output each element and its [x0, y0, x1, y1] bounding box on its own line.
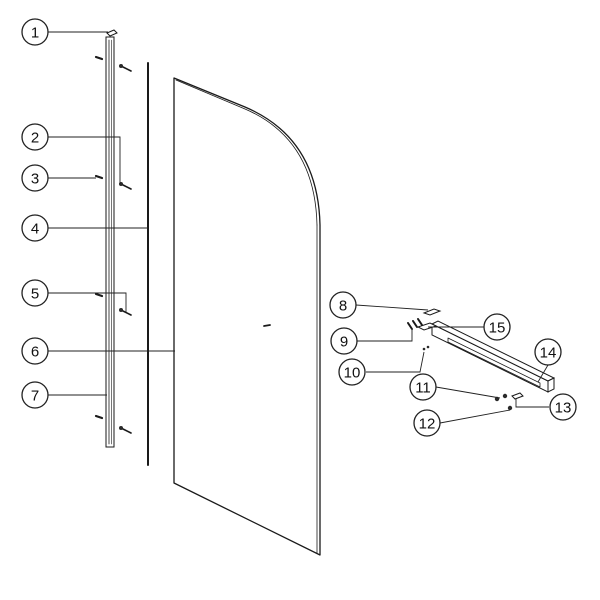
callout-2: 2 — [21, 123, 49, 151]
callout-7: 7 — [21, 381, 49, 409]
handle-cover — [422, 308, 442, 316]
callout-label: 7 — [31, 388, 39, 405]
callout-label: 13 — [555, 400, 572, 417]
callout-11: 11 — [409, 373, 437, 401]
callout-10: 10 — [338, 358, 366, 386]
callout-9: 9 — [330, 327, 358, 355]
callout-label: 10 — [344, 365, 361, 382]
callout-label: 4 — [31, 221, 39, 238]
callout-5: 5 — [21, 279, 49, 307]
callout-label: 14 — [540, 345, 557, 362]
wall-screws — [119, 64, 132, 434]
callout-label: 15 — [489, 320, 506, 337]
glass-panel — [173, 77, 321, 556]
callout-1: 1 — [21, 18, 49, 46]
callout-label: 1 — [31, 25, 39, 42]
callout-8: 8 — [329, 291, 357, 319]
callout-label: 2 — [31, 130, 39, 147]
leader-lines — [48, 31, 549, 424]
callout-4: 4 — [21, 214, 49, 242]
callout-6: 6 — [21, 337, 49, 365]
callout-3: 3 — [21, 164, 49, 192]
end-cap — [106, 29, 118, 37]
callout-label: 12 — [419, 416, 436, 433]
callout-14: 14 — [534, 338, 562, 366]
callout-label: 3 — [31, 171, 39, 188]
callout-15: 15 — [483, 313, 511, 341]
callout-label: 11 — [415, 380, 431, 397]
wall-profile — [105, 36, 115, 448]
callout-13: 13 — [549, 393, 577, 421]
callout-label: 9 — [340, 334, 348, 351]
callout-label: 8 — [339, 298, 347, 315]
callout-label: 6 — [31, 344, 39, 361]
handle-screws — [407, 318, 524, 411]
towel-bar — [416, 320, 556, 393]
wall-plugs — [94, 55, 104, 420]
callout-12: 12 — [413, 409, 441, 437]
callout-label: 5 — [31, 286, 39, 303]
